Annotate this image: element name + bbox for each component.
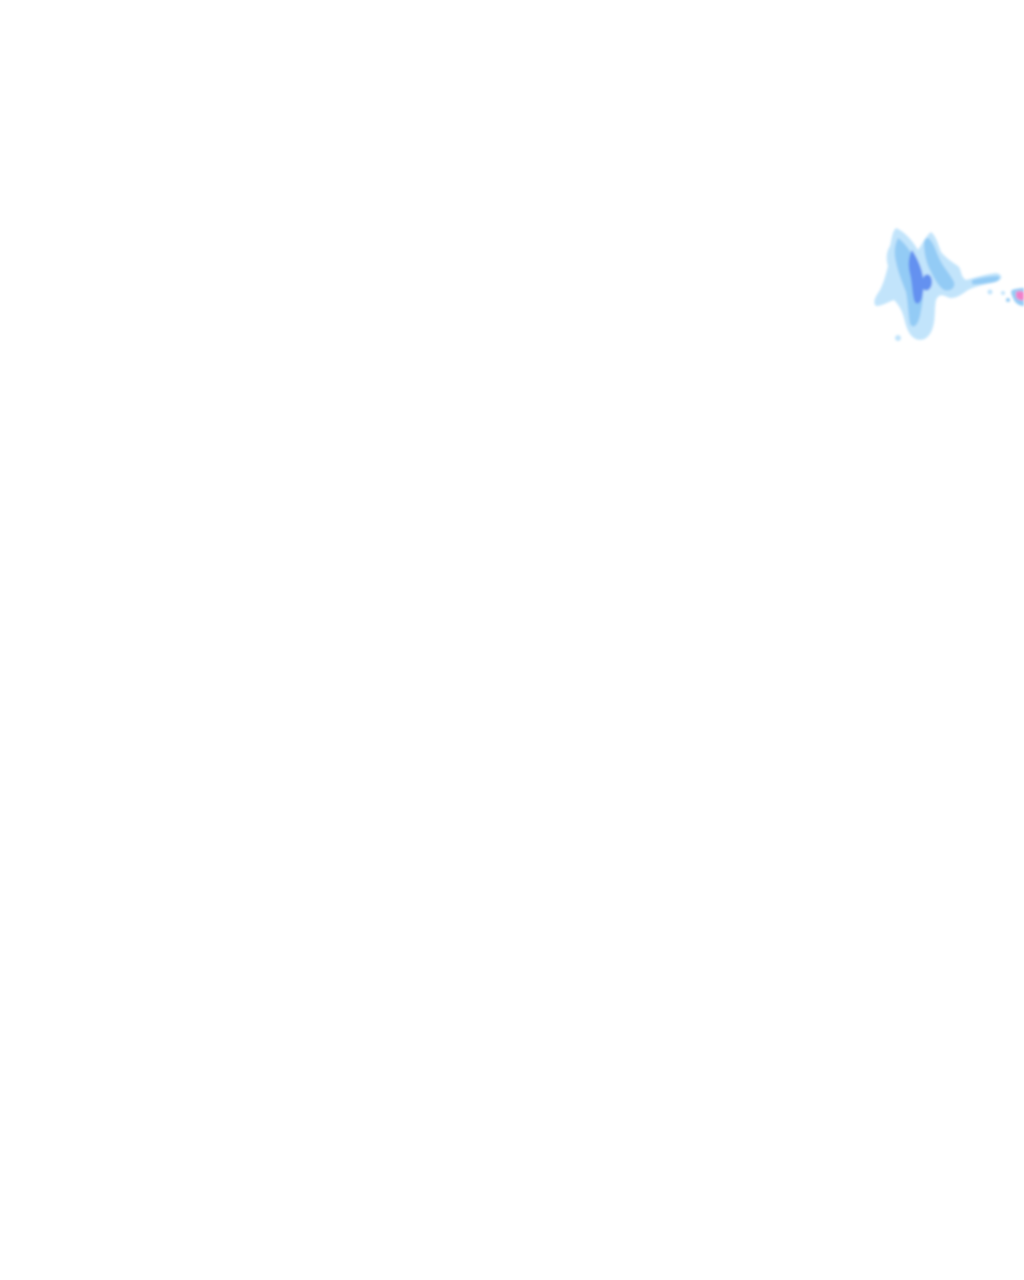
- precip-cell-medium: [972, 276, 1000, 285]
- precip-speckle: [1001, 291, 1005, 295]
- precip-cell-heavy: [908, 250, 924, 304]
- precip-cell-medium: [894, 238, 923, 327]
- precip-speckle: [1006, 298, 1010, 302]
- precip-speckle: [895, 335, 901, 341]
- precip-cell-heavy: [922, 274, 932, 291]
- precip-speckle: [987, 289, 993, 295]
- precip-cell-mixed: [1016, 291, 1024, 301]
- precip-cell-medium: [924, 238, 955, 291]
